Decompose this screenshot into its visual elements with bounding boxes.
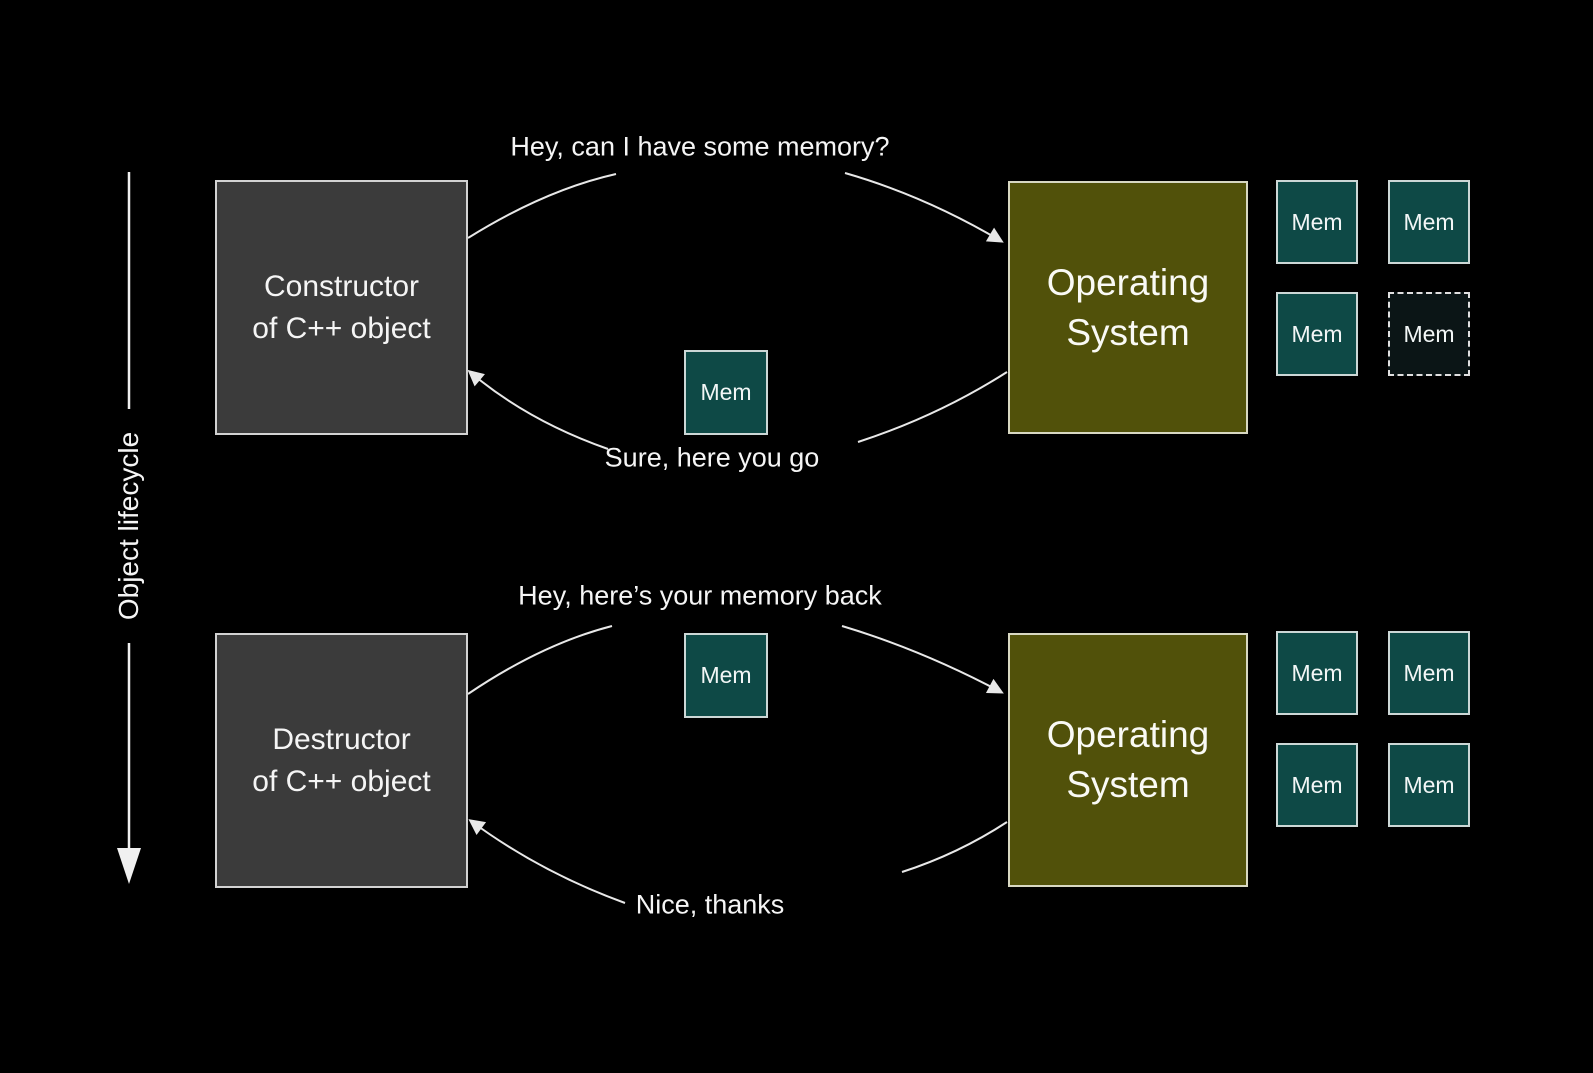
return-memory-arrow (467, 625, 1004, 695)
mem-transfer-bottom-label: Mem (700, 662, 752, 688)
mem-pool-bottom-1-label: Mem (1291, 659, 1343, 686)
acknowledge-arrow (468, 819, 1008, 904)
os-top-label-line2: System (1066, 311, 1190, 353)
mem-pool-bottom-2-label: Mem (1403, 659, 1455, 686)
constructor-box: Constructor of C++ object (215, 180, 468, 435)
mem-pool-top-2: Mem (1388, 180, 1470, 264)
destructor-label-line2: of C++ object (252, 764, 431, 798)
operating-system-box-top: Operating System (1008, 181, 1248, 434)
acknowledge-label: Nice, thanks (635, 889, 785, 920)
mem-pool-bottom-2: Mem (1388, 631, 1470, 715)
lifecycle-arrow (117, 172, 141, 884)
mem-transfer-box-top: Mem (684, 350, 768, 435)
mem-pool-bottom-4: Mem (1388, 743, 1470, 827)
return-memory-label: Hey, here’s your memory back (518, 580, 882, 611)
lifecycle-axis-label: Object lifecycle (113, 431, 144, 621)
os-bottom-label-line2: System (1066, 764, 1190, 805)
request-memory-arrow (467, 172, 1004, 243)
grant-memory-label: Sure, here you go (604, 442, 820, 473)
os-top-label-line1: Operating (1046, 261, 1210, 303)
mem-transfer-box-bottom: Mem (684, 633, 768, 718)
mem-pool-top-3-label: Mem (1291, 320, 1343, 347)
constructor-label-line2: of C++ object (252, 311, 431, 345)
mem-pool-top-1: Mem (1276, 180, 1358, 264)
destructor-label-line1: Destructor (272, 722, 411, 756)
operating-system-box-bottom: Operating System (1008, 633, 1248, 887)
mem-pool-bottom-1: Mem (1276, 631, 1358, 715)
mem-pool-bottom-3: Mem (1276, 743, 1358, 827)
mem-transfer-top-label: Mem (700, 379, 752, 405)
mem-pool-bottom-3-label: Mem (1291, 771, 1343, 798)
request-memory-label: Hey, can I have some memory? (510, 131, 890, 162)
mem-pool-top-4-given-away: Mem (1388, 292, 1470, 376)
mem-pool-top-2-label: Mem (1403, 208, 1455, 235)
os-bottom-label-line1: Operating (1046, 714, 1210, 756)
mem-pool-top-3: Mem (1276, 292, 1358, 376)
mem-pool-top-1-label: Mem (1291, 208, 1343, 235)
constructor-label-line1: Constructor (263, 269, 420, 303)
mem-pool-bottom-4-label: Mem (1403, 771, 1455, 798)
mem-pool-top-4-label: Mem (1403, 320, 1455, 347)
destructor-box: Destructor of C++ object (215, 633, 468, 888)
grant-memory-arrow (467, 369, 1008, 450)
